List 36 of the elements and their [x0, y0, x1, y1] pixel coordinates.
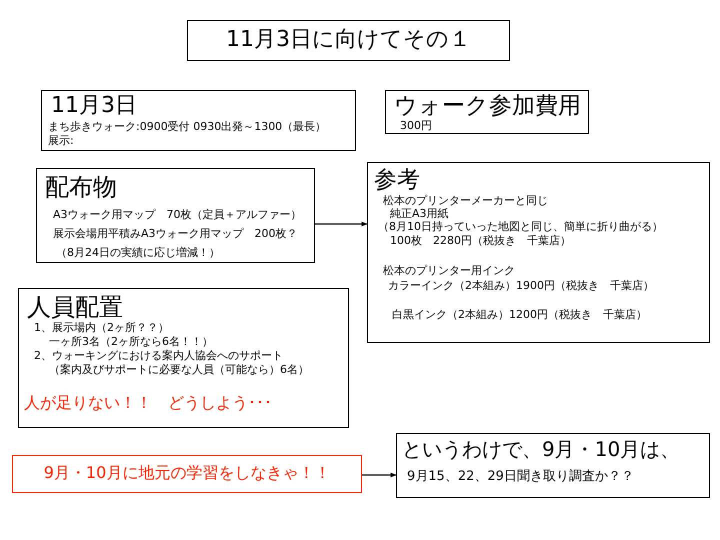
heading: 配布物: [45, 174, 117, 202]
note-text: 9月15、22、29日聞き取り調査か？？: [407, 470, 634, 485]
arrow: [362, 472, 397, 478]
note-box: [396, 433, 710, 498]
note-text: A3ウォーク用マップ 70枚（定員＋アルファー）: [53, 209, 302, 222]
note-text: カラーインク（2本組み）1900円（税抜き 千葉店）: [388, 280, 654, 293]
note-text: 純正A3用紙: [390, 208, 449, 221]
note-box: [12, 455, 362, 493]
note-text: 展示会場用平積みA3ウォーク用マップ 200枚？: [53, 228, 298, 241]
note-text: （8月24日の実績に応じ増減！）: [56, 247, 220, 260]
note-text: （案内及びサポートに必要な人員（可能なら）6名）: [49, 364, 309, 377]
heading: というわけで、9月・10月は、: [402, 438, 680, 461]
note-text: 一ヶ所3名（2ヶ所なら6名！！）: [49, 336, 213, 349]
note-text: 白黒インク（2本組み）1200円（税抜き 千葉店）: [392, 309, 647, 322]
note-box: [18, 288, 349, 428]
note-box: [367, 162, 710, 343]
note-text: （8月10日持っていった地図と同じ、簡単に折り曲がる）: [378, 221, 663, 234]
title: 11月3日に向けてその１: [187, 20, 510, 61]
heading: ウォーク参加費用: [394, 93, 581, 120]
note-box: [41, 90, 356, 151]
note-box: [385, 90, 589, 134]
note-text: 2、ウォーキングにおける案内人協会へのサポート: [34, 350, 283, 363]
alert-text: 9月・10月に地元の学習をしなきゃ！！: [42, 464, 332, 482]
arrow: [315, 222, 368, 226]
note-text: 松本のプリンター用インク: [383, 265, 515, 278]
heading: 人員配置: [27, 294, 123, 322]
note-text: 100枚 2280円（税抜き 千葉店）: [390, 235, 571, 248]
note-text: 1、展示場内（2ヶ所？？）: [34, 322, 169, 335]
heading: 参考: [374, 167, 420, 194]
note-text: 展示:: [48, 135, 74, 148]
note-text: 300円: [400, 120, 432, 133]
note-box: [36, 168, 315, 263]
heading: 11月3日: [51, 93, 137, 118]
note-text: 松本のプリンターメーカーと同じ: [383, 195, 548, 208]
alert-text: 人が足りない！！ どうしよう･･･: [24, 394, 272, 412]
note-text: まち歩きウォーク:0900受付 0930出発～1300（最長）: [48, 121, 326, 134]
